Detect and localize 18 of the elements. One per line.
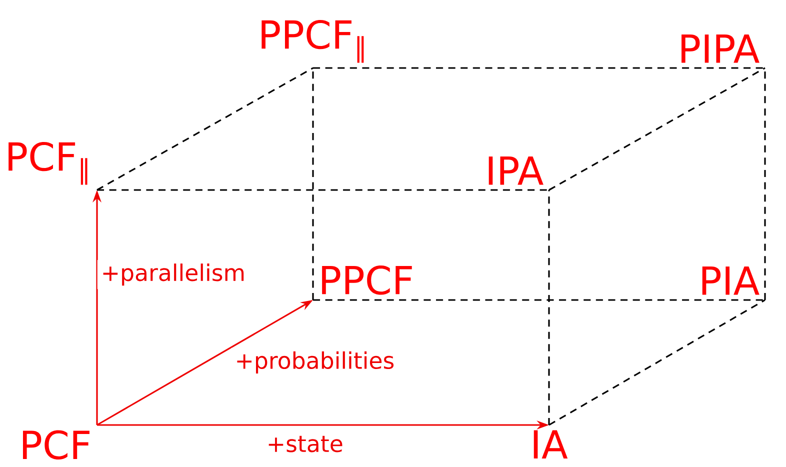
corner-label: PCF$_{∥}$: [8, 142, 88, 185]
corner-label: IA: [534, 430, 568, 458]
edge-label: +probabilities: [231, 348, 398, 377]
dashed-line: [548, 67, 766, 191]
corner-label: IPA: [488, 156, 544, 185]
dashed-line: [313, 299, 765, 301]
edge-label: +parallelism: [97, 260, 250, 290]
dashed-line: [313, 67, 765, 69]
corner-label: PPCF: [322, 266, 412, 295]
corner-label: PIPA: [682, 34, 760, 63]
dashed-line: [97, 189, 549, 191]
edge-label: +state: [262, 432, 347, 456]
dashed-line: [96, 67, 314, 191]
corner-label: PCF: [23, 430, 90, 460]
corner-label: PIA: [702, 266, 760, 295]
dashed-line: [548, 299, 766, 426]
corner-label: PPCF$_{∥}$: [262, 20, 364, 63]
dashed-line: [548, 190, 550, 425]
